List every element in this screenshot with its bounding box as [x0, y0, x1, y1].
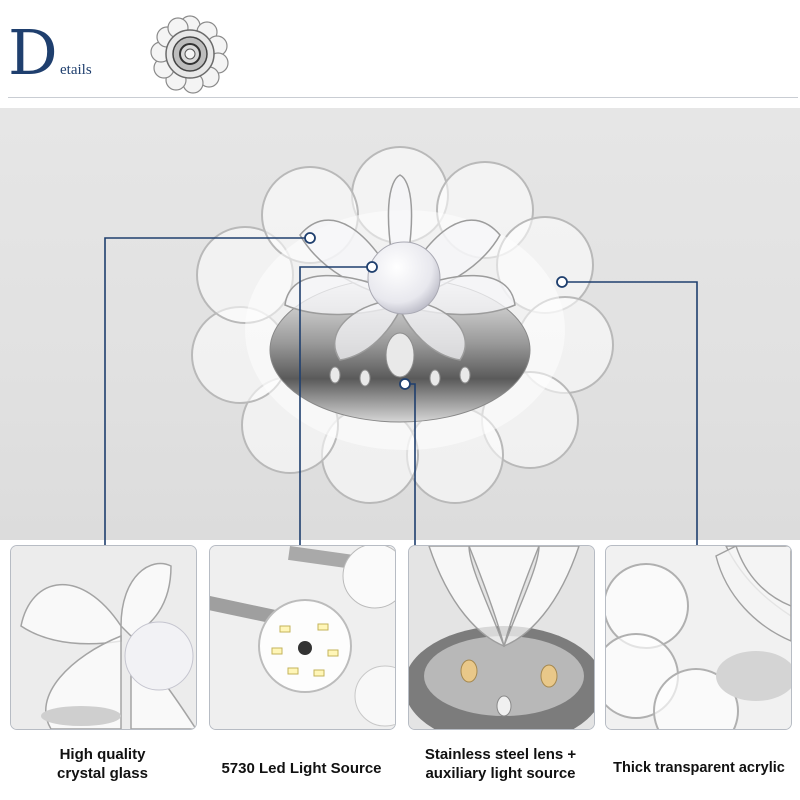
- feature-card-led-source: [209, 545, 396, 730]
- caption-crystal-glass-line2: crystal glass: [57, 765, 148, 782]
- caption-acrylic: Thick transparent acrylic: [600, 759, 798, 778]
- header-divider: [8, 97, 798, 98]
- crystal-lamp-illustration: [191, 146, 614, 504]
- caption-crystal-glass-line1: High quality: [59, 746, 146, 763]
- flower-lamp-thumbnail: [150, 15, 229, 94]
- product-hero-image: [0, 108, 800, 540]
- caption-crystal-glass: High quality crystal glass: [10, 745, 195, 783]
- details-header: D etails: [0, 0, 800, 108]
- caption-steel-lens-line1: Stainless steel lens +: [424, 746, 577, 763]
- feature-card-steel-lens: [408, 545, 595, 730]
- caption-acrylic-line1: Thick transparent acrylic: [613, 760, 785, 776]
- caption-led-source: 5730 Led Light Source: [205, 759, 398, 778]
- feature-card-acrylic: [605, 545, 792, 730]
- crystal-glass-closeup: [11, 546, 196, 729]
- caption-steel-lens: Stainless steel lens + auxiliary light s…: [403, 745, 598, 783]
- acrylic-edge-closeup: [606, 546, 791, 729]
- feature-card-crystal-glass: [10, 545, 197, 730]
- caption-led-source-line1: 5730 Led Light Source: [221, 760, 382, 777]
- caption-steel-lens-line2: auxiliary light source: [425, 765, 576, 782]
- led-board-closeup: [210, 546, 395, 729]
- steel-lens-closeup: [409, 546, 594, 729]
- details-title-initial: D: [8, 16, 58, 89]
- details-title-rest: etails: [60, 62, 92, 78]
